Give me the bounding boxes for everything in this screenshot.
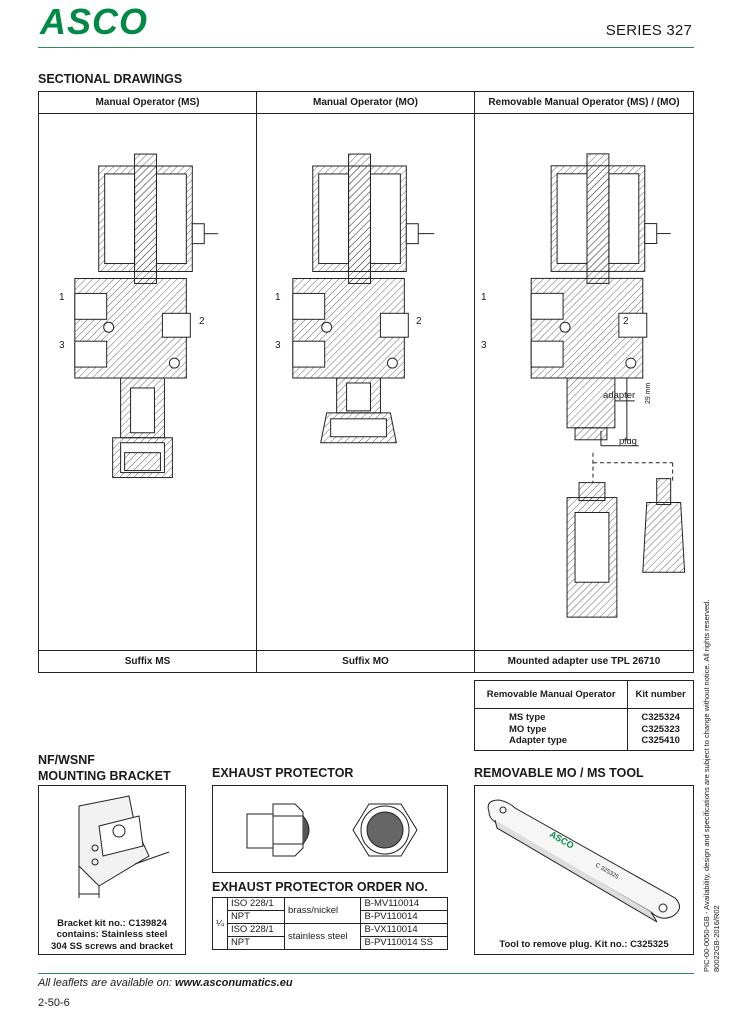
header-rule	[38, 47, 694, 48]
removable-section-drawing	[475, 114, 693, 650]
removable-tool-drawing: ASCO C 325325	[487, 799, 680, 923]
side-legal-note: PIC-00-0050-GB - Availability, design an…	[702, 592, 721, 972]
kit-table-numbers-cell: C325324 C325323 C325410	[627, 708, 694, 751]
exhaust-order-table: ¼ ISO 228/1 brass/nickel B-MV110014 NPT …	[212, 897, 448, 950]
port-label-1-rem: 1	[481, 292, 487, 303]
exhaust-protector-box	[212, 785, 448, 873]
series-title: SERIES 327	[605, 22, 692, 39]
order-number: B-MV110014	[360, 897, 448, 911]
bracket-caption-line3: 304 SS screws and bracket	[51, 940, 173, 952]
column-ms: Manual Operator (MS)	[39, 92, 257, 672]
kit-row-type: MO type	[509, 723, 547, 735]
table-row: ¼ ISO 228/1 brass/nickel B-MV110014	[212, 897, 448, 950]
footer-url-link[interactable]: www.asconumatics.eu	[174, 977, 293, 989]
order-thread: NPT	[226, 936, 286, 950]
order-thread: ISO 228/1	[226, 923, 286, 937]
kit-row-type: MS type	[509, 712, 546, 723]
port-label-1: 1	[59, 292, 65, 303]
order-number: B-PV110014 SS	[360, 936, 448, 950]
column-removable-head: Removable Manual Operator (MS) / (MO)	[475, 92, 693, 114]
order-number: B-PV110014	[360, 910, 448, 924]
table-row: NPT B-PV110014 SS	[213, 936, 448, 950]
page-number: 2-50-6	[38, 997, 70, 1009]
ms-section-drawing	[39, 114, 256, 650]
side-note-line2: 80022GB-2016/R02	[711, 905, 721, 972]
column-mo-foot: Suffix MO	[257, 650, 474, 672]
side-note-line1: PIC-00-0050-GB - Availability, design an…	[702, 599, 711, 972]
exhaust-order-title: EXHAUST PROTECTOR ORDER NO.	[212, 880, 428, 894]
port-label-2-rem: 2	[623, 316, 629, 327]
removable-tool-box: ASCO C 325325 Tool to remove plug. Kit n…	[474, 785, 694, 955]
column-ms-foot: Suffix MS	[39, 650, 256, 672]
kit-table-header-operator: Removable Manual Operator	[473, 680, 629, 709]
column-mo-head: Manual Operator (MO)	[257, 92, 474, 114]
kit-table: Removable Manual Operator Kit number MS …	[473, 680, 694, 751]
mounting-bracket-box: Bracket kit no.: C139824 contains: Stain…	[38, 785, 186, 955]
footer-leaflets-note: All leaflets are available on: www.ascon…	[38, 977, 293, 989]
bracket-caption-line2: contains: Stainless steel	[56, 929, 168, 940]
column-mo: Manual Operator (MO) Suffix	[257, 92, 475, 672]
order-number: B-VX110014	[360, 923, 448, 937]
order-material: brass/nickel	[283, 897, 362, 924]
kit-table-header-kit: Kit number	[627, 680, 694, 709]
mounting-bracket-title-line1: NF/WSNF	[38, 753, 95, 767]
exhaust-protector-drawing	[246, 803, 418, 857]
footer-rule	[38, 973, 694, 974]
mounting-bracket-drawing	[78, 795, 170, 898]
bracket-caption-line1: Bracket kit no.: C139824	[57, 917, 167, 929]
order-thread: ISO 228/1	[226, 897, 286, 911]
sectional-drawings-title: SECTIONAL DRAWINGS	[38, 72, 183, 86]
mo-section-drawing	[257, 114, 474, 650]
port-label-1-mo: 1	[275, 292, 281, 303]
port-label-2-mo: 2	[416, 316, 422, 327]
column-ms-head: Manual Operator (MS)	[39, 92, 256, 114]
sectional-drawings-table: Manual Operator (MS)	[38, 91, 694, 673]
column-removable-foot: Mounted adapter use TPL 26710	[475, 650, 693, 672]
kit-row-number: C325323	[641, 723, 680, 735]
removable-tool-title: REMOVABLE MO / MS TOOL	[474, 766, 644, 780]
port-label-3-rem: 3	[481, 340, 487, 351]
port-label-3-mo: 3	[275, 340, 281, 351]
kit-row-number: C325410	[641, 735, 680, 746]
bracket-caption: Bracket kit no.: C139824 contains: Stain…	[39, 918, 185, 953]
column-removable: Removable Manual Operator (MS) / (MO)	[475, 92, 693, 672]
footer-prefix: All leaflets are available on:	[38, 977, 175, 989]
plug-callout: plug	[619, 436, 637, 447]
mounting-bracket-title: NF/WSNF MOUNTING BRACKET	[38, 752, 171, 784]
asco-logo: ASCO	[39, 4, 148, 40]
dimension-callout: 29 mm	[645, 382, 652, 404]
asco-logo-text: ASCO	[39, 4, 148, 40]
order-thread: NPT	[226, 910, 286, 924]
adapter-callout: adapter	[603, 390, 636, 401]
table-row: NPT B-PV110014	[213, 910, 448, 924]
kit-row-type: Adapter type	[509, 735, 568, 746]
order-size: ¼	[212, 897, 228, 950]
exhaust-protector-title: EXHAUST PROTECTOR	[212, 766, 354, 780]
port-label-2: 2	[199, 316, 205, 327]
tool-caption: Tool to remove plug. Kit no.: C325325	[499, 939, 669, 950]
mounting-bracket-title-line2: MOUNTING BRACKET	[38, 769, 171, 783]
order-material: stainless steel	[283, 923, 362, 950]
port-label-3: 3	[59, 340, 65, 351]
kit-table-types-cell: MS type MO type Adapter type	[473, 708, 629, 751]
table-row: ISO 228/1 stainless steel B-VX110014	[213, 923, 448, 950]
kit-row-number: C325324	[641, 712, 680, 723]
